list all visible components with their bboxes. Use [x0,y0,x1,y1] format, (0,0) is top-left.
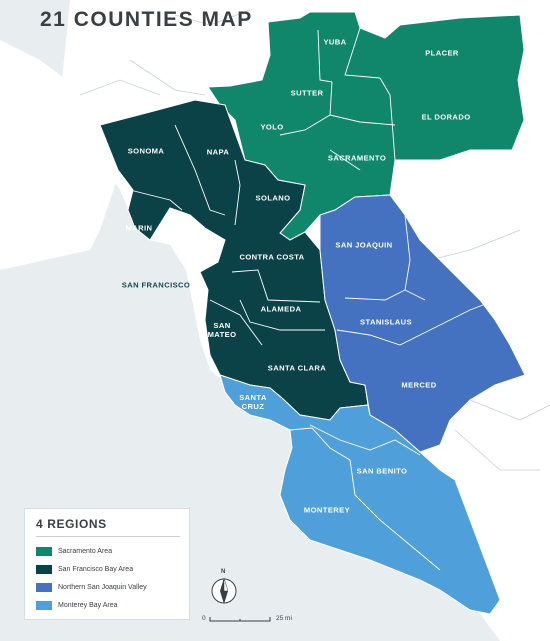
label-san-francisco: SAN FRANCISCO [121,280,191,290]
monterey-county-lines [289,424,441,571]
label-san-mateo: SAN MATEO [207,321,237,339]
scale-start-label: 0 [202,615,206,622]
label-santa-clara: SANTA CLARA [267,363,327,373]
scale-end-label: 25 mi [276,615,292,622]
scale-bar [209,617,271,622]
label-sutter: SUTTER [290,88,324,98]
label-el-dorado: EL DORADO [421,112,471,122]
legend-item-sacramento-area: Sacramento Area [36,545,112,557]
legend-label: San Francisco Bay Area [58,565,134,573]
legend-swatch-monterey-bay-area [36,600,52,610]
sacramento-county-lines [279,27,396,171]
label-napa: NAPA [206,147,230,157]
label-merced: MERCED [401,380,437,390]
legend-item-monterey-bay-area: Monterey Bay Area [36,599,118,611]
legend-divider [36,536,180,537]
legend-title: 4 REGIONS [36,517,107,531]
legend-box: 4 REGIONS Sacramento Area San Francisco … [24,508,190,620]
bay-area-county-lines [129,124,325,346]
legend-item-san-joaquin-valley: Northern San Joaquin Valley [36,581,147,593]
label-alameda: ALAMEDA [260,304,302,314]
label-san-joaquin: SAN JOAQUIN [335,240,393,250]
map-title: 21 COUNTIES MAP [40,8,253,31]
label-sonoma: SONOMA [127,146,165,156]
valley-county-lines [336,214,489,346]
compass-rose [211,577,237,604]
legend-item-bay-area: San Francisco Bay Area [36,563,133,575]
label-contra-costa: CONTRA COSTA [239,252,305,262]
legend-label: Sacramento Area [58,547,113,555]
legend-label: Monterey Bay Area [58,601,118,609]
label-sacramento: SACRAMENTO [327,153,387,163]
legend-swatch-bay-area [36,564,52,574]
compass-north-label: N [221,569,226,575]
label-monterey: MONTEREY [303,505,351,515]
legend-label: Northern San Joaquin Valley [58,583,147,591]
label-yolo: YOLO [260,122,284,132]
label-san-benito: SAN BENITO [356,466,408,476]
label-placer: PLACER [425,48,459,58]
label-yuba: YUBA [323,37,347,47]
legend-swatch-san-joaquin-valley [36,582,52,592]
label-stanislaus: STANISLAUS [360,317,412,327]
label-santa-cruz: SANTA CRUZ [239,393,267,411]
region-monterey-bay-area [219,374,501,615]
label-marin: MARIN [125,223,153,233]
outer-county-lines [79,9,550,471]
land-mass-coast [0,40,120,270]
legend-swatch-sacramento-area [36,546,52,556]
label-solano: SOLANO [255,193,291,203]
